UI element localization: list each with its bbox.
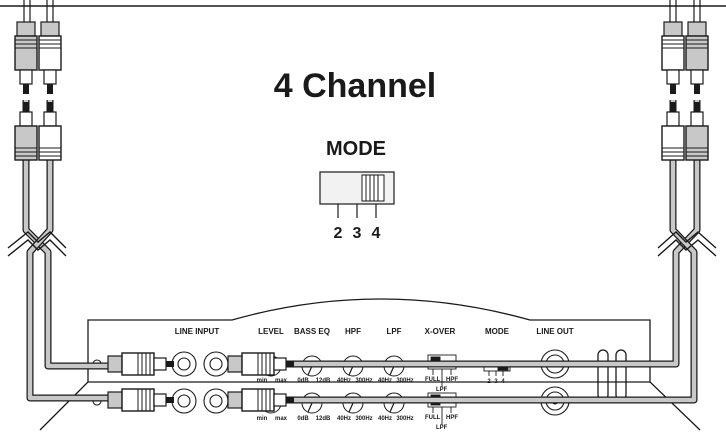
rca-plugs [14, 21, 709, 161]
xover-lpf-1: LPF [436, 387, 448, 393]
label-x-over: X-OVER [425, 327, 456, 336]
lpf-max-2: 300Hz [396, 416, 413, 422]
knob-scales-bottom: min max 0dB 12dB 40Hz 300Hz 40Hz 300Hz [257, 416, 414, 422]
label-line-input: LINE INPUT [175, 327, 220, 336]
knob-scales-top: min max 0dB 12dB 40Hz 300Hz 40Hz 300Hz [257, 378, 414, 384]
bass-max-2: 12dB [316, 416, 331, 422]
panel-plug-level-2 [227, 388, 294, 412]
rca-plug-right-b-upper [685, 21, 709, 94]
lpf-min-2: 40Hz [378, 416, 392, 422]
level-min-1: min [257, 378, 268, 384]
label-bass-eq: BASS EQ [294, 327, 330, 336]
rca-plug-right-a-lower [661, 102, 685, 161]
level-min-2: min [257, 416, 268, 422]
lpf-min-1: 40Hz [378, 378, 392, 384]
panel-labels: LINE INPUT LEVEL BASS EQ HPF LPF X-OVER … [175, 327, 574, 336]
mode-switch-large[interactable]: MODE 2 3 4 [319, 138, 395, 242]
panel-plug-input-2 [107, 388, 174, 412]
bass-min-2: 0dB [297, 416, 309, 422]
line-input-jack-4[interactable] [203, 388, 229, 414]
panel-plug-level-1 [227, 352, 294, 376]
cable-breaks [7, 231, 717, 257]
xover-full-2: FULL [425, 415, 441, 421]
level-max-2: max [275, 416, 288, 422]
mode-position-3: 3 [353, 225, 362, 242]
diagram-title: 4 Channel [274, 67, 436, 105]
bass-max-1: 12dB [316, 378, 331, 384]
small-mode-3: 3 [494, 379, 498, 385]
label-lpf: LPF [386, 327, 401, 336]
hpf-min-2: 40Hz [337, 416, 351, 422]
line-input-jack-3[interactable] [171, 388, 197, 414]
rca-plug-left-a-upper [14, 21, 38, 94]
hpf-max-1: 300Hz [355, 378, 372, 384]
xover-labels-1: FULL HPF LPF [425, 377, 458, 393]
xover-hpf-1: HPF [446, 377, 458, 383]
mode-switch-heading: MODE [326, 138, 386, 160]
cables [22, 100, 701, 404]
label-line-out: LINE OUT [536, 327, 573, 336]
xover-hpf-2: HPF [446, 415, 458, 421]
rca-plug-right-b-lower [685, 102, 709, 161]
line-input-jack-1[interactable] [171, 351, 197, 377]
level-max-1: max [275, 378, 288, 384]
small-mode-2: 2 [487, 379, 491, 385]
hpf-min-1: 40Hz [337, 378, 351, 384]
label-mode: MODE [485, 327, 510, 336]
xover-labels-2: FULL HPF LPF [425, 415, 458, 431]
bass-min-1: 0dB [297, 378, 309, 384]
line-input-jack-2[interactable] [203, 351, 229, 377]
label-level: LEVEL [258, 327, 284, 336]
panel-rca-plugs [107, 352, 294, 412]
mode-switch-small-labels: 2 3 4 [487, 379, 505, 385]
hpf-max-2: 300Hz [355, 416, 372, 422]
rca-plug-left-b-upper [38, 21, 62, 94]
rca-plug-right-a-upper [661, 21, 685, 94]
rca-plug-left-b-lower [38, 102, 62, 161]
mode-position-4: 4 [372, 225, 381, 242]
mode-position-2: 2 [334, 225, 343, 242]
xover-lpf-2: LPF [436, 425, 448, 431]
cable-stubs-top [23, 0, 701, 22]
mode-switch-knob [361, 174, 385, 202]
panel-plug-input-1 [107, 352, 174, 376]
small-mode-4: 4 [501, 379, 505, 385]
label-hpf: HPF [345, 327, 361, 336]
mode-switch-ticks [337, 204, 377, 218]
rca-plug-left-a-lower [14, 102, 38, 161]
lpf-max-1: 300Hz [396, 378, 413, 384]
xover-full-1: FULL [425, 377, 441, 383]
